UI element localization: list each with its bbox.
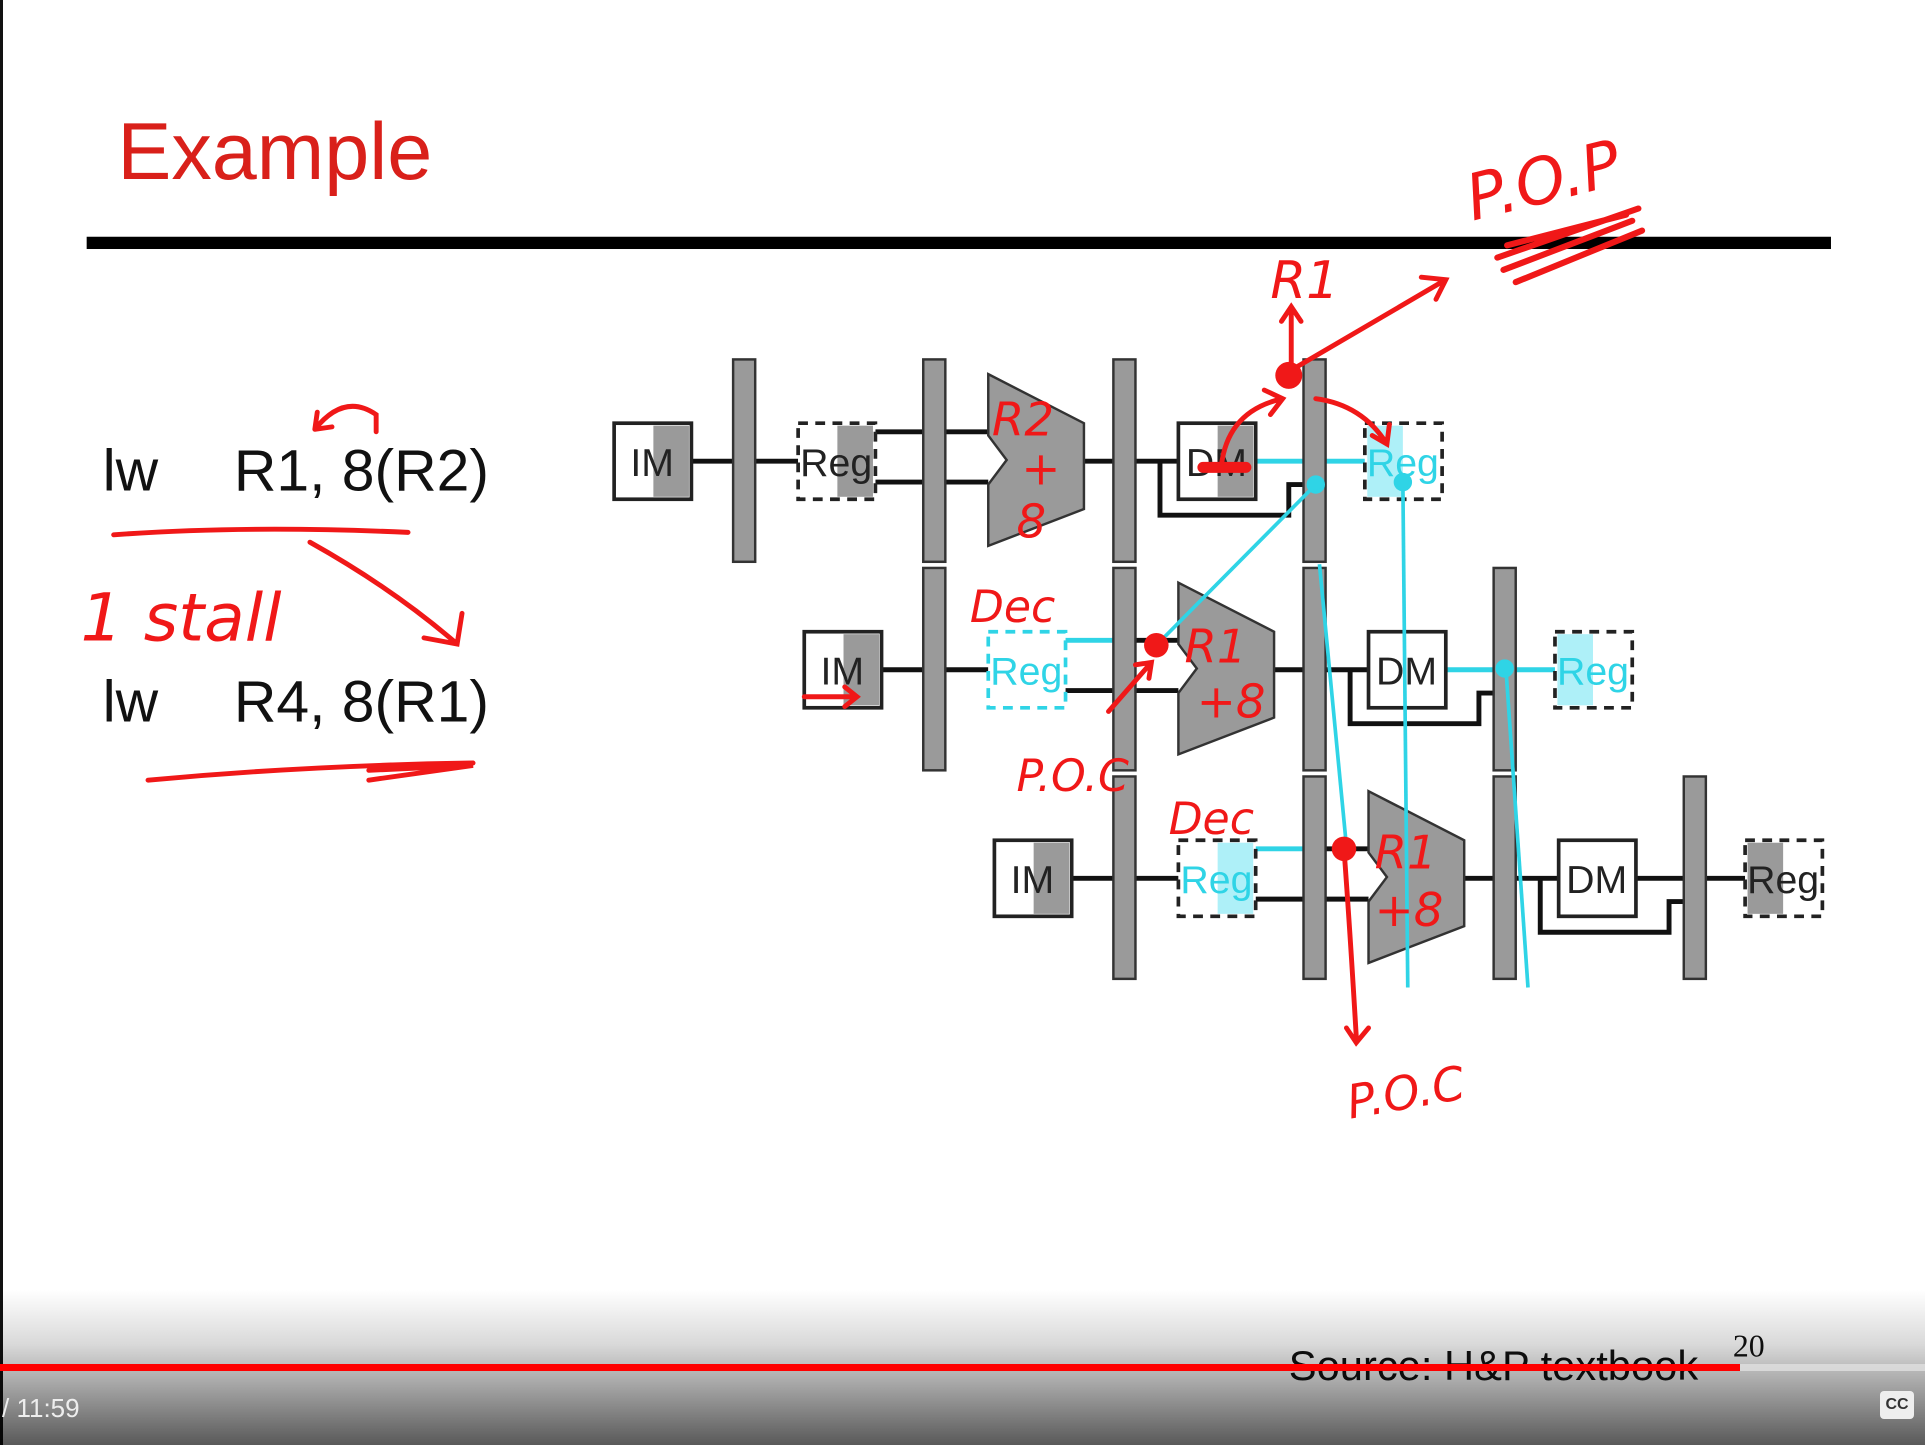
instruction-2-op: lw: [103, 669, 159, 734]
reg-shade: [1027, 634, 1064, 706]
reg-label: Reg: [1747, 858, 1819, 902]
reg-shade: [1217, 842, 1254, 914]
im-label: IM: [1011, 858, 1055, 902]
stall-arrow: [307, 539, 465, 647]
forward-line: [1317, 564, 1349, 847]
reg-shade: [1747, 842, 1784, 914]
slide-page-number: 20: [1733, 1329, 1765, 1364]
forward-point-row2: [1144, 632, 1169, 658]
annotation-r1-row3: R1: [1375, 825, 1437, 879]
pipeline-register: [1492, 775, 1517, 981]
dm-box: [1366, 629, 1448, 710]
forward-line: [1401, 482, 1410, 988]
alu: [1177, 580, 1276, 757]
annotation-dec-row2: Dec: [970, 582, 1055, 633]
forward-dot: [1306, 475, 1325, 494]
reg-label: Reg: [800, 441, 872, 485]
poc-row2-arrow: [1106, 659, 1155, 714]
forward-dot: [1495, 659, 1514, 678]
im-label: IM: [630, 441, 674, 485]
pipeline-register: [922, 358, 947, 564]
instruction-1-args: R1, 8(R2): [234, 439, 489, 504]
annotation-r1-row2: R1: [1185, 619, 1247, 673]
r1-up-arrow: [1278, 302, 1304, 371]
annotation-r2: R2: [992, 392, 1054, 446]
forward-point-row3: [1331, 836, 1357, 862]
reg-label: Reg: [1180, 858, 1252, 902]
time-display: / 11:59: [2, 1393, 80, 1423]
annotation-dec-row3: Dec: [1169, 794, 1254, 845]
forwarding-paths: [1156, 472, 1530, 988]
reg-shade: [837, 425, 873, 497]
forward-dot: [1393, 472, 1413, 492]
forward-line: [1504, 668, 1530, 988]
dm-label: DM: [1566, 858, 1627, 902]
pipeline-register: [1112, 775, 1137, 981]
dot-to-reg-arrow: [1313, 396, 1392, 449]
instruction-2: lw R4, 8(R1): [103, 669, 489, 734]
pipeline-register: [1682, 775, 1708, 981]
row3-down-line: [1341, 846, 1371, 1047]
annotation-plus8-row2: +8: [1197, 675, 1266, 729]
bypass-wire: [1157, 461, 1304, 518]
alu: [987, 372, 1086, 548]
progress-bar[interactable]: [0, 1364, 1925, 1371]
dm-to-dot-arrow: [1218, 387, 1287, 469]
title-rule: [86, 236, 1831, 250]
underline-instruction-1: [111, 526, 411, 538]
bypass-wire: [1537, 878, 1684, 935]
pipeline-register: [1112, 358, 1137, 564]
im-shade: [653, 425, 689, 497]
annotation-poc-row3: P.O.C: [1343, 1056, 1470, 1130]
dm-box: [1556, 838, 1638, 919]
pipeline-row-3: IM Reg DM Reg: [992, 775, 1825, 981]
slide-title: Example: [117, 107, 432, 197]
reg-label: Reg: [990, 649, 1062, 693]
swap-arrow: [312, 403, 379, 435]
im-label: IM: [820, 649, 864, 693]
pipeline-register: [1302, 358, 1327, 564]
underline-instruction-2: [145, 760, 476, 783]
captions-button[interactable]: CC: [1880, 1391, 1914, 1419]
pipeline-register: [731, 358, 757, 564]
annotation-plus: +: [1021, 442, 1060, 496]
pipeline-register: [1302, 775, 1327, 981]
pop-scribble: [1494, 205, 1646, 286]
annotation-stall: 1 stall: [81, 579, 283, 656]
im-row2-arrow: [801, 684, 861, 710]
instruction-2-args: R4, 8(R1): [234, 669, 489, 734]
im-shade: [1033, 842, 1070, 914]
forward-point-top: [1275, 361, 1303, 389]
video-left-edge: [0, 0, 3, 1445]
bypass-wire: [1347, 669, 1494, 727]
annotation-plus8-row3: +8: [1375, 883, 1444, 937]
arrow-to-pop: [1292, 274, 1450, 371]
instruction-1-op: lw: [103, 439, 159, 504]
pipeline-register: [1302, 566, 1327, 772]
instruction-1: lw R1, 8(R2): [103, 439, 489, 504]
alu: [1367, 789, 1466, 965]
annotation-8: 8: [1016, 494, 1046, 548]
annotation-text: P.O.P R1 R2 + 8 1 stall Dec R1 +8 P.O.C …: [81, 127, 1629, 1130]
pipeline-register: [1112, 566, 1137, 772]
annotation-r1-top: R1: [1270, 251, 1339, 311]
progress-fill: [0, 1364, 1741, 1371]
reg-label: Reg: [1557, 649, 1629, 693]
pipeline-register: [922, 566, 947, 772]
forward-line: [1156, 483, 1318, 646]
annotations: [111, 205, 1646, 1047]
annotation-poc-row2: P.O.C: [1016, 751, 1129, 802]
reg-shade: [1557, 634, 1594, 706]
